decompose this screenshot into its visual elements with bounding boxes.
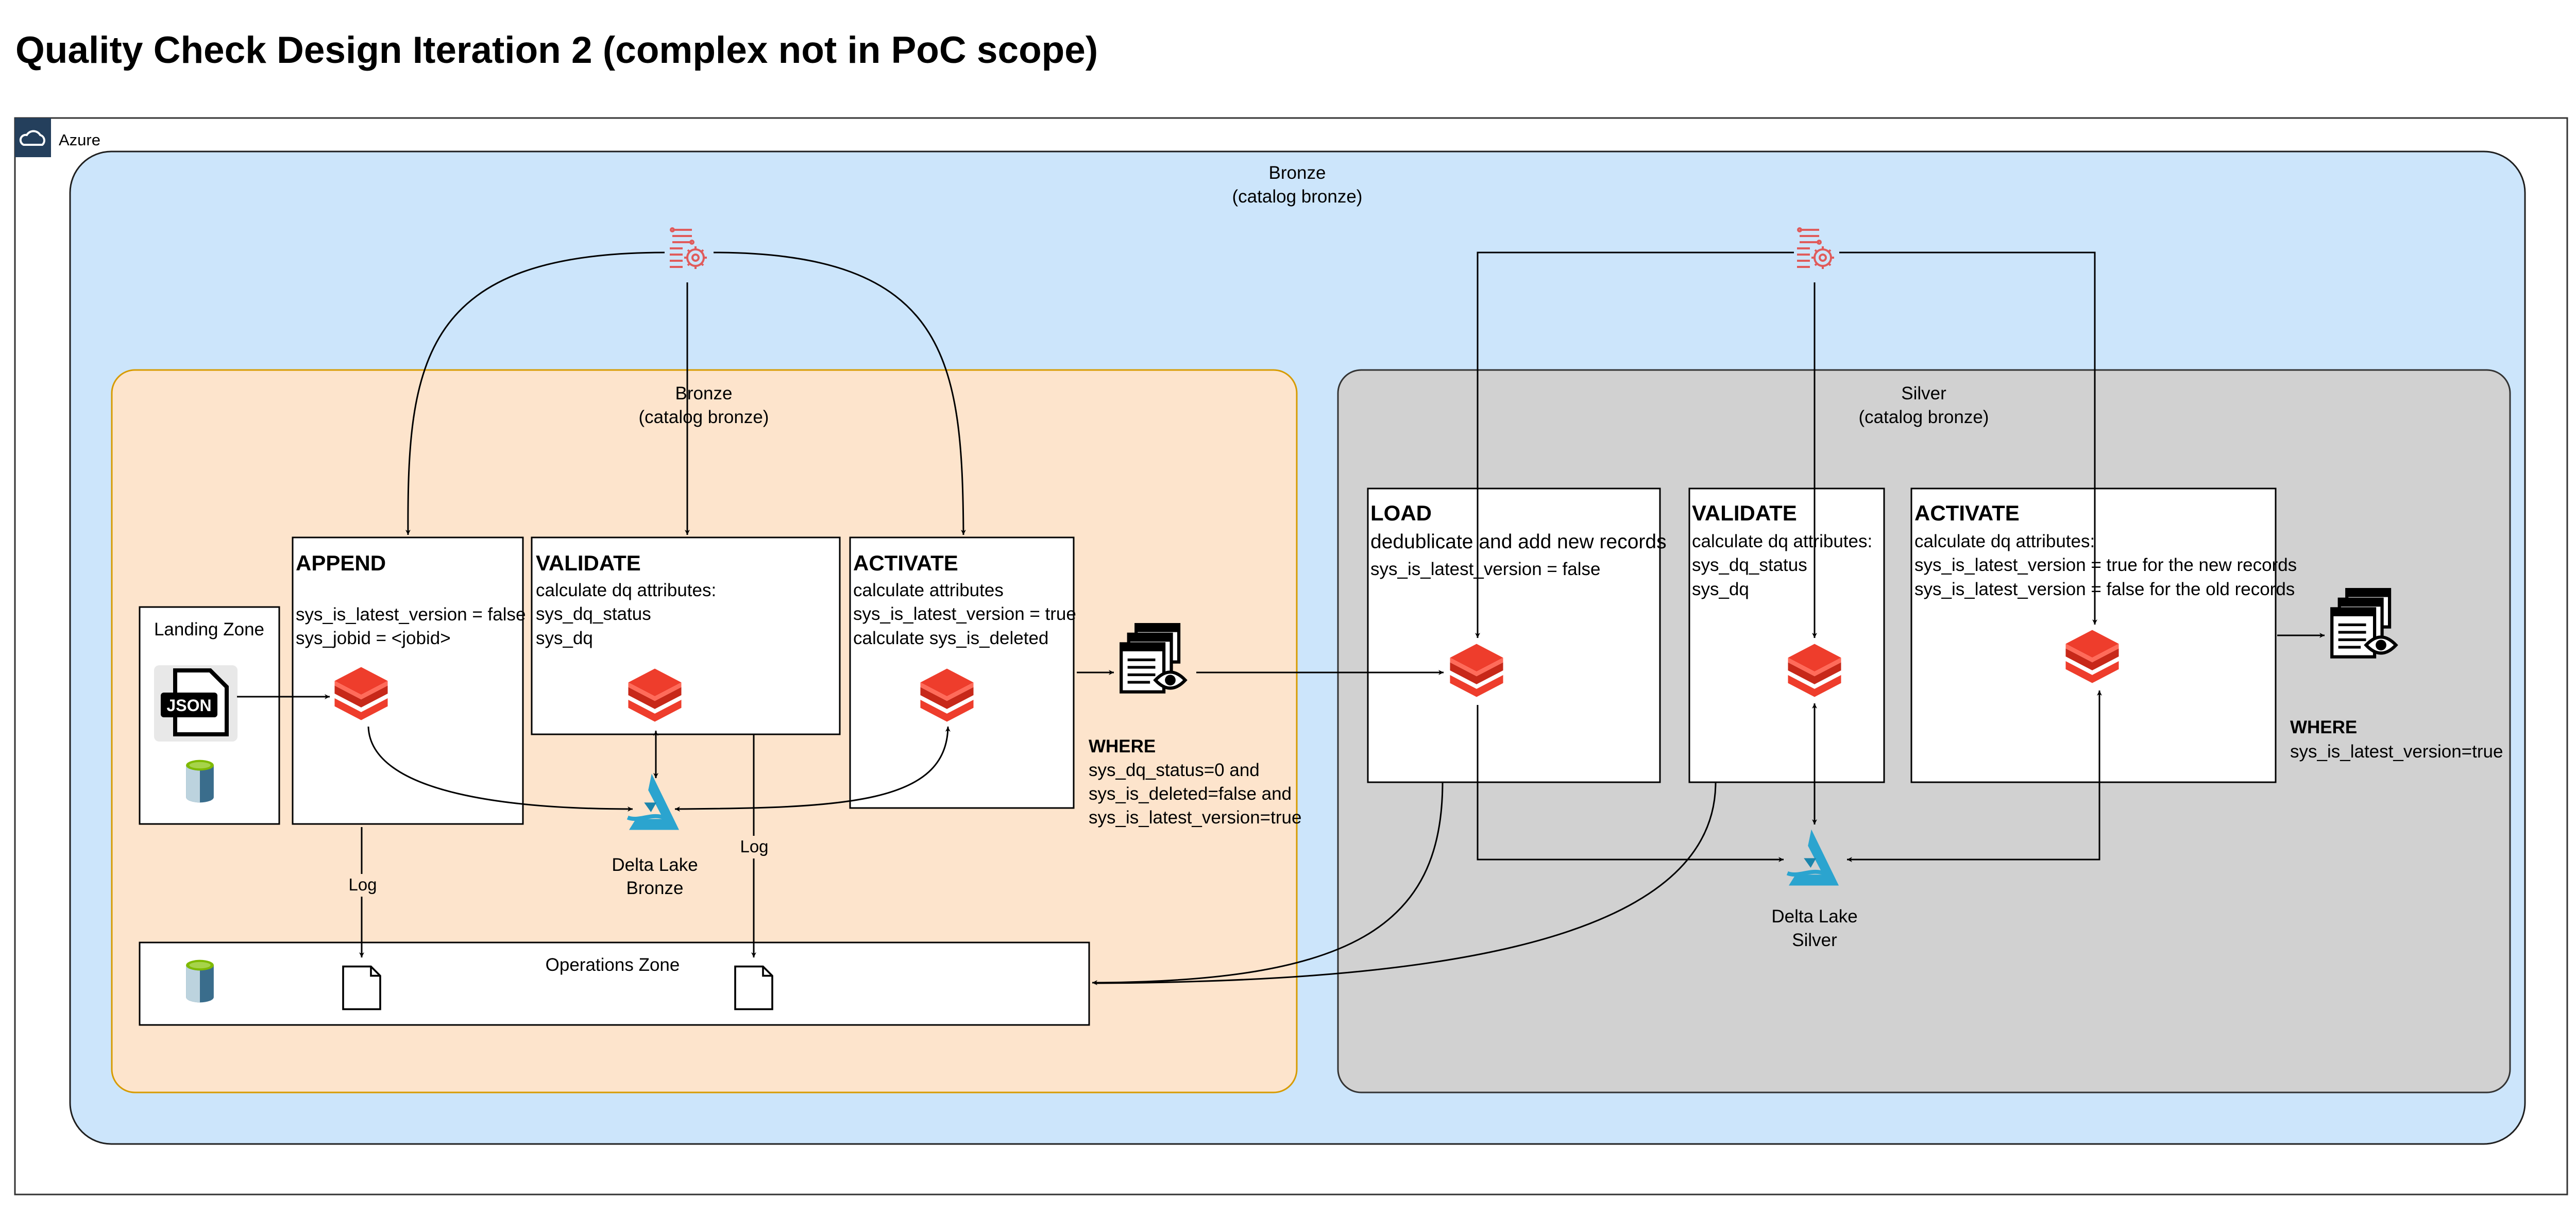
validate-silver-title: VALIDATE: [1692, 501, 1797, 525]
load-silver-line-1: dedublicate and add new records: [1370, 531, 1667, 553]
append-title: APPEND: [296, 551, 386, 575]
operations-zone-label: Operations Zone: [546, 955, 680, 975]
bronze-connectors: [237, 251, 1444, 957]
json-badge: JSON: [166, 696, 211, 715]
bronze-inner-subtitle: (catalog bronze): [639, 407, 769, 427]
validate-log-label: Log: [740, 837, 768, 856]
where-bronze-line-2: sys_is_deleted=false and: [1089, 784, 1292, 804]
silver-connectors: [1092, 251, 2325, 985]
validate-log-file-icon: [735, 967, 772, 1009]
bronze-query-monitor-icon: [1121, 625, 1185, 692]
azure-cloud-icon: [15, 118, 51, 157]
validate-bronze-title: VALIDATE: [536, 551, 641, 575]
where-bronze-line-3: sys_is_latest_version=true: [1089, 807, 1301, 828]
silver-subtitle: (catalog bronze): [1859, 407, 1989, 427]
activate-bronze-box: [849, 536, 1075, 809]
bronze-outer-title: Bronze: [1269, 163, 1326, 183]
silver-title: Silver: [1901, 383, 1946, 403]
validate-silver-line-2: sys_dq_status: [1692, 555, 1807, 575]
append-line-1: sys_is_latest_version = false: [296, 604, 526, 625]
activate-silver-line-1: calculate dq attributes:: [1914, 531, 2095, 551]
load-silver-title: LOAD: [1370, 501, 1432, 525]
load-silver-box: [1367, 487, 1661, 783]
validate-bronze-line-3: sys_dq: [536, 628, 593, 648]
load-silver-line-2: sys_is_latest_version = false: [1370, 559, 1600, 579]
where-bronze-line-1: sys_dq_status=0 and: [1089, 760, 1260, 780]
landing-zone-label: Landing Zone: [154, 619, 264, 639]
where-silver-title: WHERE: [2290, 717, 2357, 737]
append-box: [292, 536, 524, 825]
validate-bronze-box: [531, 536, 841, 735]
delta-bronze-line-1: Delta Lake: [612, 855, 698, 875]
append-line-2: sys_jobid = <jobid>: [296, 628, 451, 648]
activate-bronze-line-2: sys_is_latest_version = true: [853, 604, 1076, 624]
json-file-icon: JSON: [154, 665, 238, 742]
where-bronze-title: WHERE: [1089, 736, 1156, 756]
bronze-inner-title: Bronze: [675, 383, 733, 403]
activate-bronze-line-3: calculate sys_is_deleted: [853, 628, 1048, 648]
activate-silver-line-2: sys_is_latest_version = true for the new…: [1914, 555, 2297, 575]
append-log-file-icon: [343, 967, 380, 1009]
delta-bronze-line-2: Bronze: [626, 878, 684, 898]
diagram-title: Quality Check Design Iteration 2 (comple…: [15, 29, 1098, 71]
operations-zone-box: [139, 941, 1090, 1026]
where-silver-line-1: sys_is_latest_version=true: [2290, 742, 2503, 762]
azure-label: Azure: [59, 131, 100, 149]
delta-silver-line-1: Delta Lake: [1771, 906, 1857, 927]
delta-silver-line-2: Silver: [1792, 930, 1837, 950]
validate-bronze-line-2: sys_dq_status: [536, 604, 651, 624]
validate-silver-line-3: sys_dq: [1692, 579, 1749, 599]
activate-bronze-title: ACTIVATE: [853, 551, 958, 575]
storage-account-icon: [186, 760, 214, 803]
bronze-outer-subtitle: (catalog bronze): [1232, 187, 1363, 207]
validate-silver-line-1: calculate dq attributes:: [1692, 531, 1872, 551]
operations-storage-icon: [186, 959, 214, 1003]
activate-silver-title: ACTIVATE: [1914, 501, 2020, 525]
silver-query-monitor-icon: [2332, 590, 2396, 657]
activate-silver-line-3: sys_is_latest_version = false for the ol…: [1914, 579, 2295, 599]
validate-bronze-line-1: calculate dq attributes:: [536, 580, 716, 600]
activate-bronze-line-1: calculate attributes: [853, 580, 1004, 600]
append-log-label: Log: [348, 875, 377, 894]
